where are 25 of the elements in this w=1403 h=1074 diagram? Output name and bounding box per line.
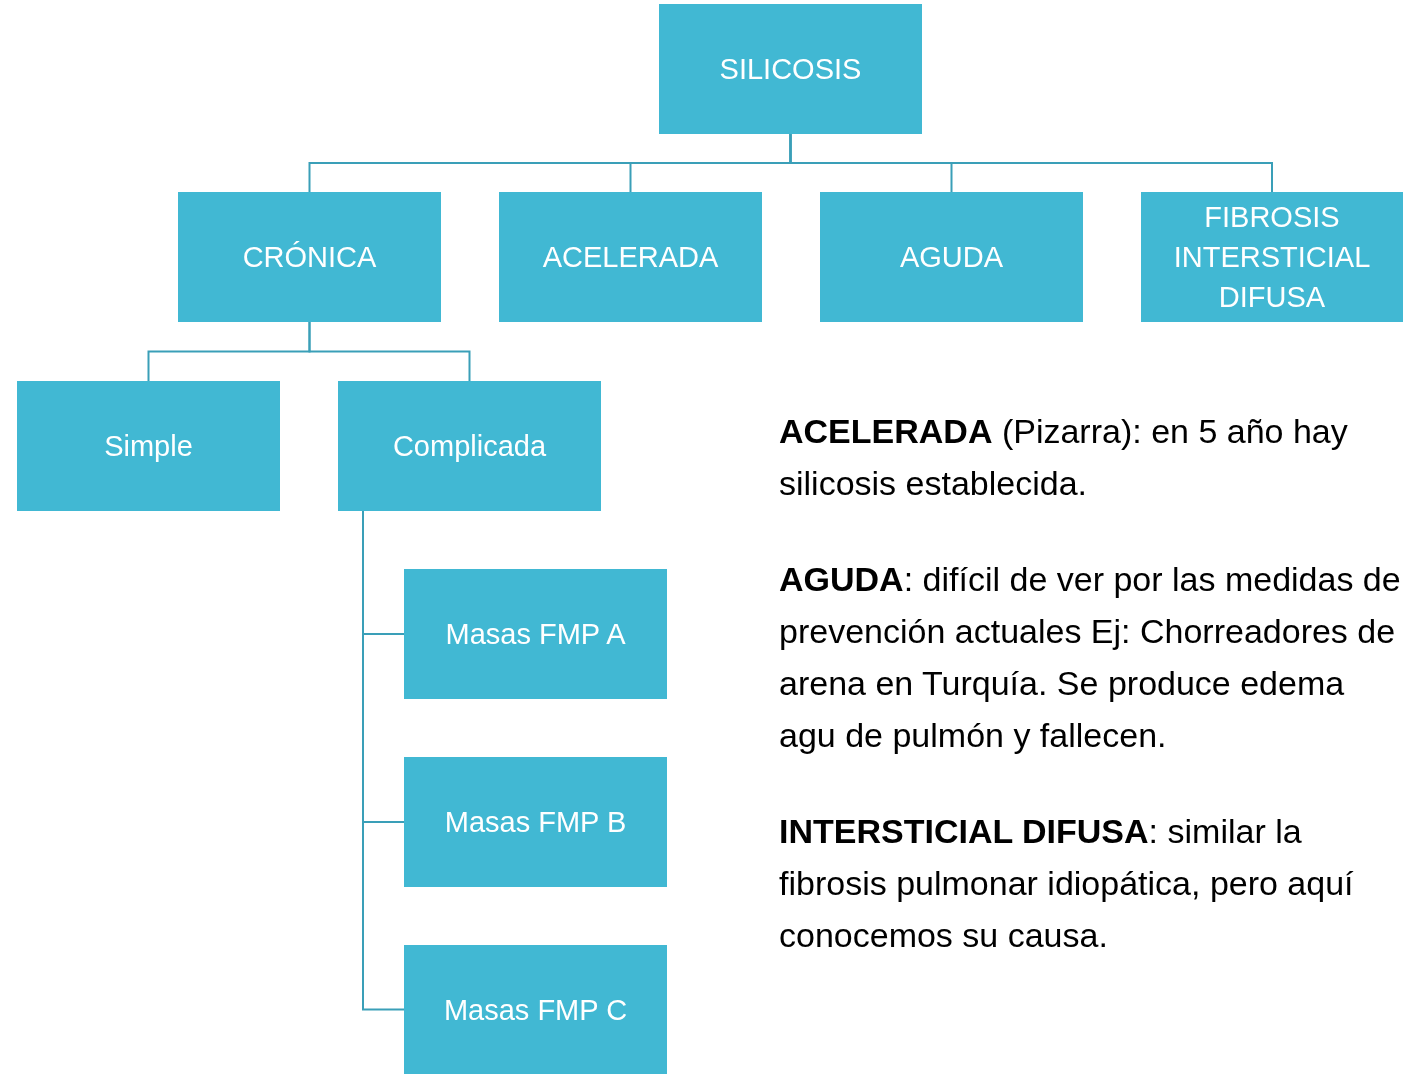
connector-line xyxy=(789,133,1273,193)
box-label: Masas FMP A xyxy=(445,617,626,652)
description-paragraph: INTERSTICIAL DIFUSA: similar la fibrosis pulmonar idiopática, pero aquí conocemos su causa. xyxy=(779,811,1355,956)
box-label: Masas FMP C xyxy=(443,992,628,1028)
category-box xyxy=(820,192,1083,322)
connector-line xyxy=(308,321,471,382)
category-box xyxy=(404,945,667,1074)
description-paragraph: AGUDA: difícil de ver por las medidas de prevención actuales Ej: Chorreadores de arena en Turquía. Se produce edema agu de pulmón y fallecen. xyxy=(779,559,1401,756)
category-box xyxy=(338,381,601,511)
box-label: ACELERADA xyxy=(542,240,719,275)
category-box xyxy=(404,757,667,887)
category-box xyxy=(17,381,280,511)
box-label: FIBROSIS INTERSTICIAL DIFUSA xyxy=(1172,200,1372,315)
category-box xyxy=(1141,192,1403,322)
category-box xyxy=(178,192,441,322)
box-label: Complicada xyxy=(392,429,547,464)
box-label: CRÓNICA xyxy=(242,240,377,275)
category-box xyxy=(499,192,762,322)
description-paragraph: ACELERADA (Pizarra): en 5 año hay silicosis establecida. xyxy=(779,411,1349,504)
box-label: Masas FMP B xyxy=(444,805,627,840)
category-box xyxy=(659,4,922,134)
box-label: SILICOSIS xyxy=(719,52,862,87)
box-label: AGUDA xyxy=(899,240,1004,275)
category-box xyxy=(404,569,667,699)
box-label: Simple xyxy=(104,429,193,464)
